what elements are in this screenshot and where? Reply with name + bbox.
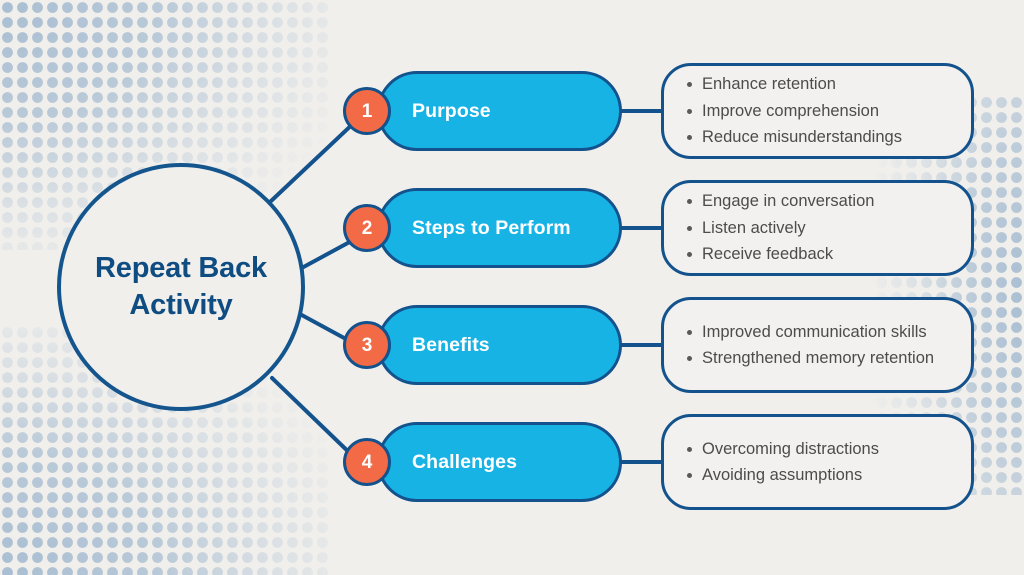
branch-label-3: Benefits: [412, 333, 490, 356]
connector-center-to-branch-1: [268, 118, 359, 204]
branch-bullet-list-1: Enhance retention Improve comprehension …: [664, 71, 971, 150]
branch-details-1[interactable]: Enhance retention Improve comprehension …: [661, 63, 974, 159]
branch-badge-4[interactable]: 4: [343, 438, 391, 486]
branch-label-4: Challenges: [412, 450, 518, 473]
branch-badge-2[interactable]: 2: [343, 204, 391, 252]
branch-row-4: Challenges 4 Overcoming distractions Avo…: [0, 414, 1024, 510]
branch-number-1: 1: [361, 100, 373, 122]
center-title-line-1: Repeat Back: [95, 251, 267, 284]
branch-row-3: Benefits 3 Improved communication skills…: [0, 297, 1024, 393]
list-item: Reduce misunderstandings: [687, 124, 955, 150]
list-item: Improve comprehension: [687, 98, 955, 124]
list-item: Improved communication skills: [687, 319, 955, 345]
branch-details-3[interactable]: Improved communication skills Strengthen…: [661, 297, 974, 393]
list-item: Overcoming distractions: [687, 436, 955, 462]
branch-number-4: 4: [361, 451, 373, 473]
branch-details-2[interactable]: Engage in conversation Listen actively R…: [661, 180, 974, 276]
list-item: Enhance retention: [687, 71, 955, 97]
list-item: Strengthened memory retention: [687, 345, 955, 371]
list-item: Receive feedback: [687, 241, 955, 267]
branch-details-4[interactable]: Overcoming distractions Avoiding assumpt…: [661, 414, 974, 510]
branch-pill-1[interactable]: Purpose: [377, 71, 622, 151]
branch-label-2: Steps to Perform: [412, 216, 571, 239]
branch-row-1: Purpose 1 Enhance retention Improve comp…: [0, 63, 1024, 159]
connector-center-to-branch-2: [296, 236, 359, 272]
branch-bullet-list-4: Overcoming distractions Avoiding assumpt…: [664, 436, 971, 489]
center-topic-title: Repeat Back Activity: [73, 250, 289, 324]
list-item: Engage in conversation: [687, 188, 955, 214]
center-topic-node[interactable]: Repeat Back Activity: [57, 163, 305, 411]
branch-badge-3[interactable]: 3: [343, 321, 391, 369]
branch-number-2: 2: [361, 217, 373, 239]
center-title-line-2: Activity: [129, 289, 233, 321]
branch-number-3: 3: [361, 334, 373, 356]
branch-bullet-list-2: Engage in conversation Listen actively R…: [664, 188, 971, 267]
list-item: Listen actively: [687, 215, 955, 241]
branch-label-1: Purpose: [412, 99, 491, 122]
branch-badge-1[interactable]: 1: [343, 87, 391, 135]
branch-pill-3[interactable]: Benefits: [377, 305, 622, 385]
branch-row-2: Steps to Perform 2 Engage in conversatio…: [0, 180, 1024, 276]
branch-bullet-list-3: Improved communication skills Strengthen…: [664, 319, 971, 372]
branch-pill-4[interactable]: Challenges: [377, 422, 622, 502]
list-item: Avoiding assumptions: [687, 462, 955, 488]
branch-pill-2[interactable]: Steps to Perform: [377, 188, 622, 268]
connector-center-to-branch-4: [270, 376, 359, 462]
